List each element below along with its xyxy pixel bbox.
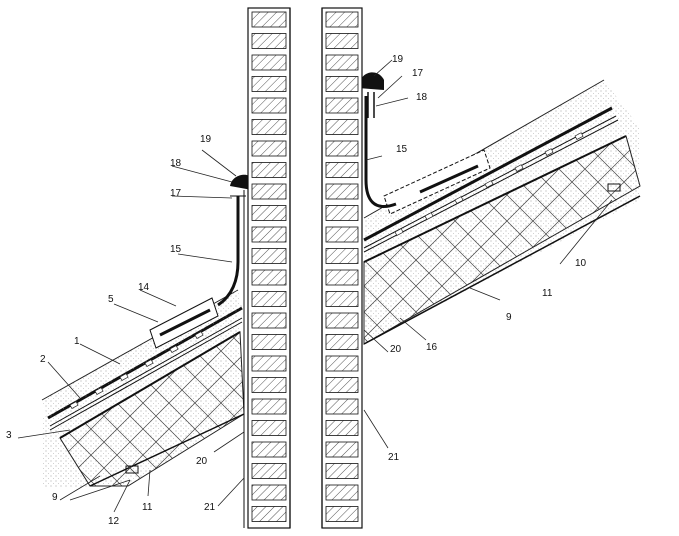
brick bbox=[325, 506, 359, 522]
label-19-left: 19 bbox=[200, 134, 212, 145]
brick bbox=[251, 269, 287, 286]
brick bbox=[325, 377, 359, 393]
brick bbox=[325, 11, 359, 28]
label-9-right: 9 bbox=[506, 312, 512, 323]
brick bbox=[251, 420, 287, 436]
brick bbox=[251, 248, 287, 264]
label-1: 1 bbox=[74, 336, 80, 347]
brick bbox=[325, 484, 359, 501]
brick bbox=[325, 97, 359, 114]
brick bbox=[251, 291, 287, 307]
brick bbox=[251, 119, 287, 135]
brick bbox=[325, 420, 359, 436]
label-18-left: 18 bbox=[170, 158, 182, 169]
brick bbox=[251, 398, 287, 415]
brick bbox=[251, 355, 287, 372]
brick bbox=[325, 33, 359, 49]
label-15-right: 15 bbox=[396, 144, 408, 155]
label-11-left: 11 bbox=[142, 502, 153, 513]
brick bbox=[251, 226, 287, 243]
label-10: 10 bbox=[575, 258, 587, 269]
brick bbox=[251, 33, 287, 49]
brick bbox=[251, 463, 287, 479]
brick bbox=[325, 205, 359, 221]
brick bbox=[325, 441, 359, 458]
label-21-left: 21 bbox=[204, 502, 216, 513]
leader-lines bbox=[17, 59, 613, 513]
brick bbox=[325, 269, 359, 286]
brick bbox=[325, 248, 359, 264]
brick bbox=[325, 119, 359, 135]
label-12: 12 bbox=[108, 516, 120, 527]
brick bbox=[325, 312, 359, 329]
brick bbox=[325, 226, 359, 243]
label-5: 5 bbox=[108, 294, 114, 305]
brick bbox=[251, 506, 287, 522]
brick bbox=[251, 484, 287, 501]
brick bbox=[325, 140, 359, 157]
brick bbox=[251, 162, 287, 178]
brick bbox=[251, 312, 287, 329]
brick bbox=[251, 205, 287, 221]
brick bbox=[325, 398, 359, 415]
callout-labels: 1 2 3 5 9 9 10 11 11 12 14 15 15 16 17 1… bbox=[6, 54, 587, 527]
brick bbox=[325, 463, 359, 479]
label-20-left: 20 bbox=[196, 456, 208, 467]
brick bbox=[251, 140, 287, 157]
label-19-right: 19 bbox=[392, 54, 404, 65]
brick bbox=[325, 334, 359, 350]
chimney bbox=[243, 7, 363, 529]
brick bbox=[251, 11, 287, 28]
label-20-right: 20 bbox=[390, 344, 402, 355]
label-17-right: 17 bbox=[412, 68, 424, 79]
label-3: 3 bbox=[6, 430, 12, 441]
brick bbox=[251, 441, 287, 458]
brick bbox=[325, 162, 359, 178]
brick bbox=[325, 355, 359, 372]
label-18-right: 18 bbox=[416, 92, 428, 103]
label-21-right: 21 bbox=[388, 452, 400, 463]
brick bbox=[325, 54, 359, 71]
brick bbox=[251, 377, 287, 393]
brick bbox=[251, 97, 287, 114]
label-14: 14 bbox=[138, 282, 150, 293]
label-17-left: 17 bbox=[170, 188, 182, 199]
label-2: 2 bbox=[40, 354, 46, 365]
brick bbox=[251, 183, 287, 200]
right-roof-slope bbox=[358, 72, 641, 345]
brick bbox=[325, 291, 359, 307]
brick bbox=[325, 183, 359, 200]
label-9-left: 9 bbox=[52, 492, 58, 503]
label-15-left: 15 bbox=[170, 244, 182, 255]
brick bbox=[251, 334, 287, 350]
left-roof-slope bbox=[41, 174, 252, 488]
label-16: 16 bbox=[426, 342, 438, 353]
brick bbox=[251, 54, 287, 71]
brick bbox=[251, 76, 287, 92]
label-11-right: 11 bbox=[542, 288, 553, 299]
brick bbox=[325, 76, 359, 92]
